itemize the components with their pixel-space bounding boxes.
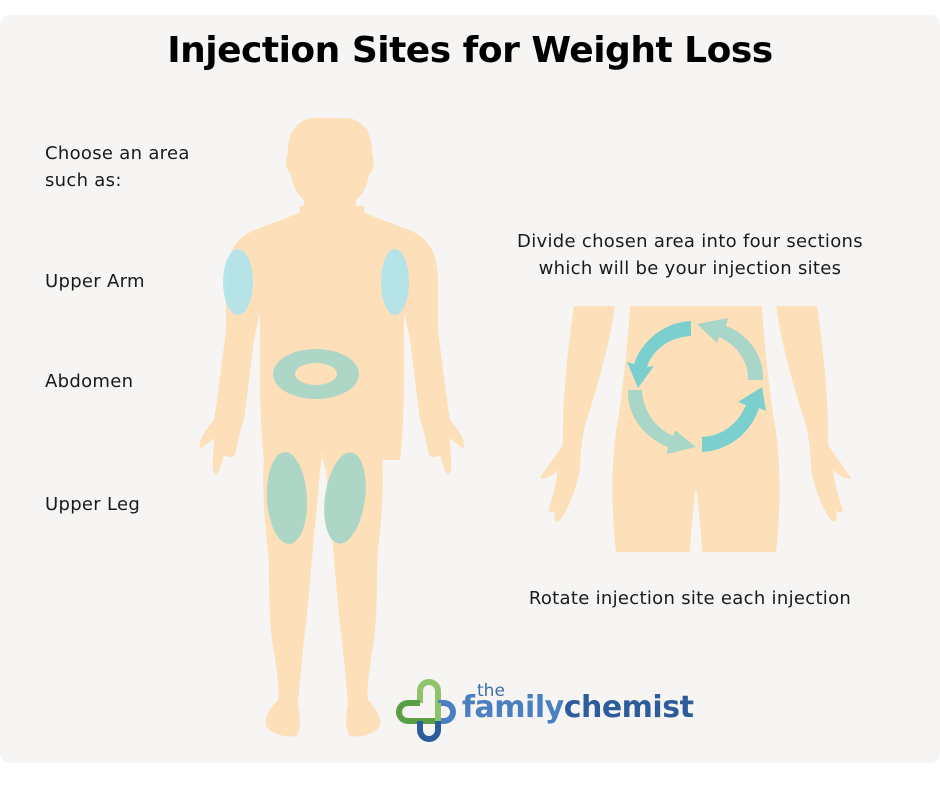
infographic-card	[0, 15, 940, 763]
family-chemist-logo-icon	[396, 679, 456, 742]
rotation-note: Rotate injection site each injection	[528, 588, 852, 609]
logo-the: the	[477, 681, 505, 701]
page-title: Injection Sites for Weight Loss	[167, 30, 773, 71]
abdomen-site-ring	[272, 348, 360, 400]
logo-family: family	[462, 690, 564, 725]
logo-wordmark: familychemist	[462, 690, 694, 725]
upper-leg-site-right	[324, 452, 366, 544]
instruction-line-2: which will be your injection sites	[538, 258, 842, 279]
instruction-text: Divide chosen area into four sections wh…	[470, 228, 910, 282]
label-upper-leg: Upper Leg	[45, 494, 141, 515]
instruction-line-1: Divide chosen area into four sections	[517, 231, 863, 252]
logo-chemist: chemist	[563, 690, 694, 725]
intro-line-1: Choose an area	[45, 143, 190, 164]
rotation-arrows-icon	[627, 318, 766, 454]
upper-leg-site-left	[266, 452, 308, 544]
label-abdomen: Abdomen	[45, 371, 134, 392]
label-upper-arm: Upper Arm	[45, 271, 145, 292]
intro-line-2: such as:	[45, 170, 122, 191]
upper-arm-site-left	[223, 249, 253, 315]
upper-arm-site-right	[381, 249, 409, 315]
intro-text: Choose an area such as:	[45, 140, 190, 194]
